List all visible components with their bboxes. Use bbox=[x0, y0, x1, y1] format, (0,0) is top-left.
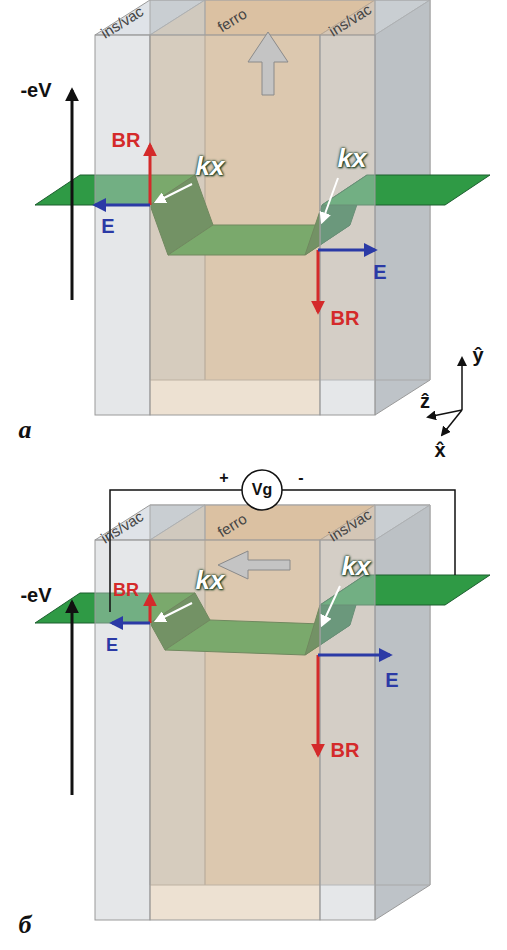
panel-letter: б bbox=[19, 912, 32, 938]
electric-field-arrow bbox=[112, 622, 150, 625]
energy-label: -eV bbox=[20, 80, 51, 100]
source-label: Vg bbox=[252, 482, 272, 498]
voltage-source bbox=[242, 470, 282, 510]
slab-side bbox=[375, 0, 430, 415]
magnetization-arrow bbox=[218, 551, 290, 579]
slab-front bbox=[150, 540, 320, 920]
electric-field-arrow bbox=[318, 654, 390, 657]
panel-letter: a bbox=[19, 417, 32, 443]
slab-side bbox=[375, 505, 430, 920]
slab-back bbox=[375, 505, 430, 885]
slab-label: ins/vac bbox=[98, 508, 146, 545]
slab-front bbox=[95, 540, 150, 920]
slab-label: ins/vac bbox=[98, 3, 146, 40]
energy-axis bbox=[71, 90, 74, 300]
wavevector-label: kx bbox=[342, 553, 371, 579]
panel bbox=[35, 470, 490, 920]
axis-label: ŷ bbox=[472, 345, 483, 365]
axis-arrow bbox=[442, 410, 462, 435]
energy-label: -eV bbox=[20, 585, 51, 605]
field-label: BR bbox=[331, 308, 360, 328]
field-label: BR bbox=[113, 581, 139, 599]
field-label: BR bbox=[112, 130, 141, 150]
wavevector-label: kx bbox=[196, 567, 225, 593]
slab-front bbox=[320, 35, 375, 415]
axes bbox=[428, 358, 462, 435]
axis-label: x̂ bbox=[434, 440, 445, 460]
rashba-field-arrow bbox=[317, 250, 320, 312]
polarity-sign: - bbox=[298, 470, 303, 486]
wavevector-arrow bbox=[322, 586, 340, 625]
slab-label: ins/vac bbox=[326, 506, 374, 543]
energy-axis bbox=[71, 602, 74, 795]
field-label: E bbox=[385, 670, 398, 690]
wavevector-label: kx bbox=[338, 145, 367, 171]
slab-front bbox=[320, 540, 375, 920]
polarity-sign: + bbox=[219, 470, 228, 486]
slab-label: ins/vac bbox=[326, 1, 374, 38]
slab-front bbox=[150, 35, 320, 415]
field-label: E bbox=[106, 636, 118, 654]
slab-label: ferro bbox=[215, 510, 249, 539]
electric-field-arrow bbox=[95, 204, 150, 207]
wavevector-arrow bbox=[156, 184, 192, 202]
field-label: E bbox=[101, 216, 114, 236]
rashba-field-arrow bbox=[149, 145, 152, 205]
panel bbox=[35, 0, 490, 415]
slab-label: ferro bbox=[215, 5, 249, 34]
rashba-field-arrow bbox=[149, 595, 152, 623]
axis-label: ẑ bbox=[420, 391, 430, 411]
field-label: E bbox=[373, 262, 386, 282]
field-label: BR bbox=[331, 740, 360, 760]
magnetization-arrow bbox=[248, 32, 288, 95]
wavevector-arrow bbox=[322, 178, 338, 222]
slab-front bbox=[95, 35, 150, 415]
gate-wire bbox=[110, 490, 455, 612]
wavevector-arrow bbox=[156, 603, 192, 621]
axis-arrow bbox=[461, 358, 463, 410]
wavevector-label: kx bbox=[196, 153, 225, 179]
electric-field-arrow bbox=[318, 249, 375, 252]
rashba-field-arrow bbox=[317, 655, 320, 755]
